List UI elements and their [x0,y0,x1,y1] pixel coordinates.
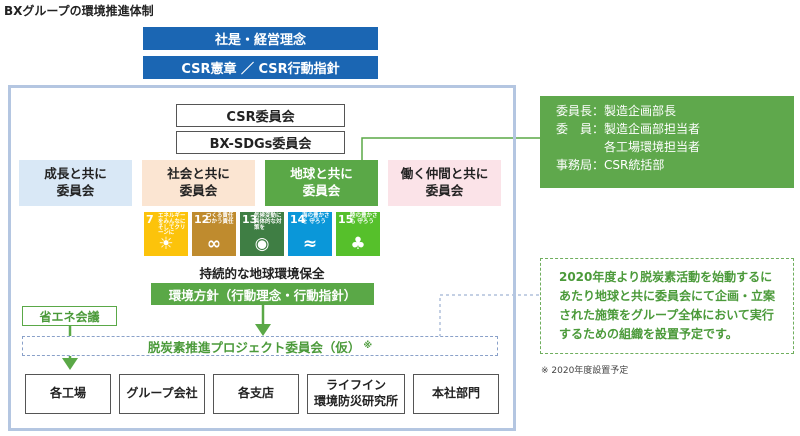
subcommittee-line2: 委員会 [179,183,218,198]
csr-committee: CSR委員会 [176,104,345,127]
member-role: 事務局： [556,158,605,172]
energy-arrow-head [62,358,78,370]
energy-meeting-box: 省エネ会議 [22,306,117,326]
note-text: 2020年度より脱炭素活動を始動するにあたり地球と共に委員会にて企画・立案された… [558,270,775,341]
sdg-14-icon: 14 海の豊かさを 守ろう ≈ [288,212,332,256]
member-name: CSR統括部 [604,158,665,172]
unit-branches: 各支店 [213,374,299,414]
sdg-12-icon: 12 つくる責任 つかう責任 ∞ [192,212,236,256]
subcommittee-line1: 地球と共に [290,166,353,182]
sun-icon: ☀ [158,234,174,254]
subcommittee-colleagues: 働く仲間と共に委員会 [388,160,501,206]
infinity-icon: ∞ [206,234,222,254]
subcommittee-growth: 成長と共に委員会 [19,160,132,206]
charter-bar: CSR憲章 ／ CSR行動指針 [143,56,378,79]
sdg-label: エネルギーをみんなに そしてクリーンに [158,213,186,237]
unit-lifein-lab: ライフイン 環境防災研究所 [307,374,405,414]
unit-label: 各工場 [49,386,86,401]
member-row: 委 員：製造企画部担当者 [556,120,700,138]
subcommittee-line1: 社会と共に [167,166,230,182]
tree-icon: ♣ [350,234,366,254]
subcommittee-line2: 委員会 [56,183,95,198]
sdg-7-icon: 7 エネルギーをみんなに そしてクリーンに ☀ [144,212,188,256]
unit-label: 本社部門 [431,386,480,401]
member-row: 事務局：CSR統括部 [556,156,700,174]
sdg-number: 15 [338,213,354,226]
subcommittee-line1: 成長と共に [44,166,107,182]
unit-factories: 各工場 [25,374,111,414]
members-panel: 委員長：製造企画部長 委 員：製造企画部担当者 各工場環境担当者 事務局：CSR… [540,96,794,188]
subcommittee-line1: 働く仲間と共に [400,166,489,182]
policy-arrow-head [255,324,271,336]
member-name: 各工場環境担当者 [604,140,701,154]
unit-group-companies: グループ会社 [119,374,205,414]
unit-label: グループ会社 [126,386,198,401]
fish-icon: ≈ [302,234,318,254]
subcommittee-earth: 地球と共に委員会 [265,160,378,206]
member-role: 委員長： [556,104,605,118]
sdg-15-icon: 15 陸の豊かさも 守ろう ♣ [336,212,380,256]
member-role [556,138,604,156]
sdg-number: 7 [146,213,154,226]
decarbon-footnote-mark: ※ [363,341,373,351]
sdg-number: 14 [290,213,306,226]
note-box: 2020年度より脱炭素活動を始動するにあたり地球と共に委員会にて企画・立案された… [540,258,794,354]
member-name: 製造企画部長 [604,104,677,118]
env-policy-bar: 環境方針（行動理念・行動指針） [151,283,374,305]
unit-headquarters: 本社部門 [413,374,499,414]
sdg-label: 陸の豊かさも 守ろう [350,213,378,225]
sdg-number: 12 [194,213,210,226]
eye-icon: ◉ [254,234,270,254]
unit-label: 各支店 [237,386,274,401]
unit-label: ライフイン 環境防災研究所 [313,378,398,408]
subcommittee-line2: 委員会 [302,183,341,198]
global-env-label: 持続的な地球環境保全 [199,266,325,281]
footnote: ※ 2020年度設置予定 [541,366,629,376]
member-name: 製造企画部担当者 [604,122,701,136]
philosophy-bar: 社是・経営理念 [143,27,378,50]
member-role: 委 員： [556,122,605,136]
sdgs-committee: BX-SDGs委員会 [176,131,345,154]
members-table: 委員長：製造企画部長 委 員：製造企画部担当者 各工場環境担当者 事務局：CSR… [556,102,700,174]
subcommittee-line2: 委員会 [425,183,464,198]
structure-frame [8,85,516,431]
sdg-label: 気候変動に 具体的な対策を [254,213,282,231]
sdg-label: つくる責任 つかう責任 [206,213,234,225]
sdg-label: 海の豊かさを 守ろう [302,213,330,225]
sdg-number: 13 [242,213,258,226]
decarbon-project-label: 脱炭素推進プロジェクト委員会（仮） [147,339,361,355]
subcommittee-society: 社会と共に委員会 [142,160,255,206]
note-connector [439,294,540,346]
member-row: 各工場環境担当者 [556,138,700,156]
decarbon-project-box: 脱炭素推進プロジェクト委員会（仮） ※ [22,336,498,356]
members-connector [361,137,540,160]
member-row: 委員長：製造企画部長 [556,102,700,120]
sdg-13-icon: 13 気候変動に 具体的な対策を ◉ [240,212,284,256]
diagram-title: BXグループの環境推進体制 [4,4,154,18]
